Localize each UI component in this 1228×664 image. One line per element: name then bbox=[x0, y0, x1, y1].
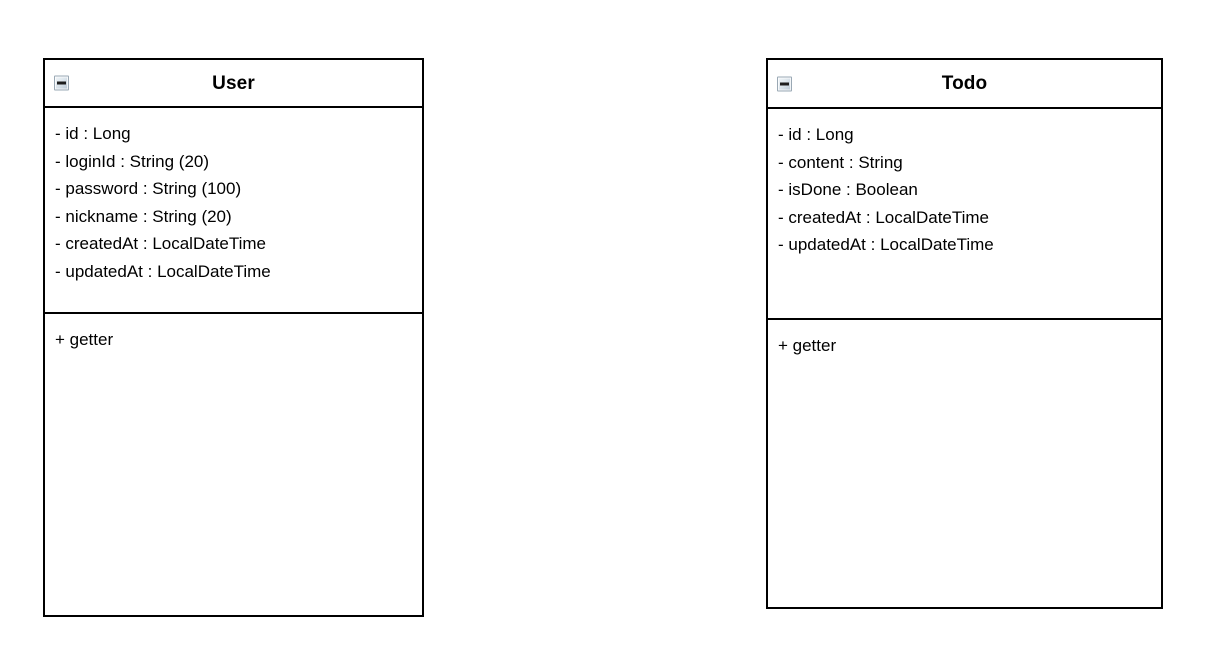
operation-row: + getter bbox=[55, 330, 114, 349]
collapse-icon[interactable] bbox=[54, 75, 69, 91]
uml-class-todo[interactable]: Todo - id : Long - content : String - is… bbox=[766, 58, 1163, 609]
attribute-row: - createdAt : LocalDateTime bbox=[55, 234, 267, 253]
attribute-row: - updatedAt : LocalDateTime bbox=[55, 261, 271, 281]
uml-class-user-title: User bbox=[212, 72, 255, 94]
uml-class-user[interactable]: User - id : Long - loginId : String (20)… bbox=[43, 58, 424, 617]
uml-class-todo-title: Todo bbox=[941, 73, 988, 94]
uml-class-user-header[interactable]: User bbox=[45, 60, 422, 108]
attribute-row: - nickname : String (20) bbox=[55, 206, 232, 226]
operation-row: + getter bbox=[778, 336, 837, 355]
minus-icon bbox=[780, 82, 789, 85]
attribute-row: - loginId : String (20) bbox=[55, 151, 210, 171]
uml-class-user-attributes: - id : Long - loginId : String (20) - pa… bbox=[45, 108, 422, 314]
uml-class-user-operations: + getter bbox=[45, 314, 422, 615]
minus-icon bbox=[57, 81, 66, 85]
attribute-row: - password : String (100) bbox=[55, 179, 242, 198]
attribute-row: - content : String bbox=[778, 152, 903, 172]
attribute-row: - id : Long bbox=[778, 125, 854, 144]
uml-class-todo-header[interactable]: Todo bbox=[768, 60, 1161, 109]
uml-class-todo-attributes: - id : Long - content : String - isDone … bbox=[768, 109, 1161, 320]
attribute-row: - isDone : Boolean bbox=[778, 180, 918, 199]
collapse-icon[interactable] bbox=[777, 76, 792, 91]
attribute-row: - id : Long bbox=[55, 124, 131, 143]
attribute-row: - createdAt : LocalDateTime bbox=[778, 207, 990, 227]
uml-class-todo-operations: + getter bbox=[768, 320, 1161, 607]
attribute-row: - updatedAt : LocalDateTime bbox=[778, 235, 994, 254]
